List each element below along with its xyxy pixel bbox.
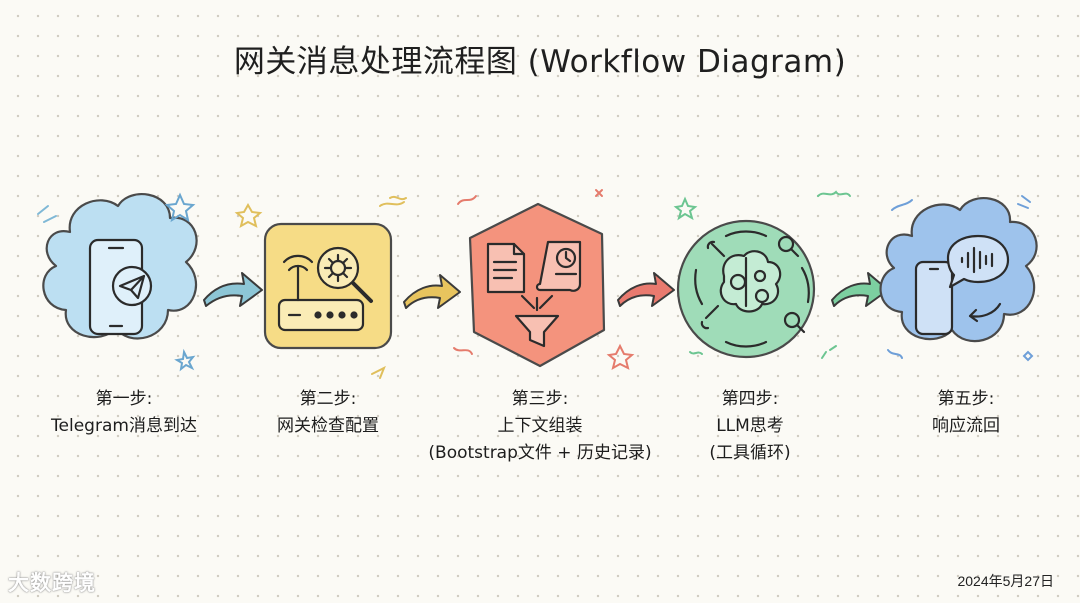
step-4-sublabel: (工具循环) [709, 443, 791, 463]
step-4-label: LLM思考 [716, 416, 784, 436]
step-3-sublabel: (Bootstrap文件 + 历史记录) [428, 443, 652, 463]
router-gear-magnifier-icon [277, 246, 373, 332]
step-5-number: 第五步: [937, 389, 995, 409]
diagram-title: 网关消息处理流程图 (Workflow Diagram) [233, 44, 847, 80]
step-2-doodles [234, 195, 407, 379]
step-3-label: 上下文组装 [497, 416, 583, 436]
step-3-caption: 第三步: 上下文组装 (Bootstrap文件 + 历史记录) [410, 386, 670, 467]
brain-gears-tools-icon [694, 230, 810, 348]
step-5-node [879, 195, 1038, 362]
step-3-node [453, 189, 635, 371]
phone-voice-reply-icon [914, 234, 1010, 336]
arrow-2 [403, 274, 461, 309]
step-2-label: 网关检查配置 [277, 416, 379, 436]
step-1-doodles [37, 192, 196, 372]
arrow-3 [617, 272, 675, 307]
watermark-logo: 大数跨境 [8, 571, 96, 595]
step-3-number: 第三步: [511, 389, 569, 409]
step-1-node [37, 192, 198, 372]
step-2-caption: 第二步: 网关检查配置 [198, 386, 458, 440]
step-1-caption: 第一步: Telegram消息到达 [0, 386, 254, 440]
step-4-node [673, 190, 851, 359]
documents-funnel-icon [486, 240, 582, 348]
step-1-number: 第一步: [95, 389, 153, 409]
arrow-1 [203, 272, 263, 307]
step-5-doodles [887, 195, 1034, 362]
phone-telegram-icon [88, 238, 153, 336]
step-1-label: Telegram消息到达 [51, 416, 197, 436]
step-4-number: 第四步: [721, 389, 779, 409]
step-3-doodles [453, 189, 635, 371]
step-2-number: 第二步: [299, 389, 357, 409]
step-4-doodles [673, 190, 851, 359]
step-4-caption: 第四步: LLM思考 (工具循环) [620, 386, 880, 467]
step-5-label: 响应流回 [932, 416, 1000, 436]
date-stamp: 2024年5月27日 [957, 573, 1054, 589]
step-5-caption: 第五步: 响应流回 [836, 386, 1080, 440]
step-2-node [234, 195, 407, 379]
arrow-4 [831, 272, 889, 307]
